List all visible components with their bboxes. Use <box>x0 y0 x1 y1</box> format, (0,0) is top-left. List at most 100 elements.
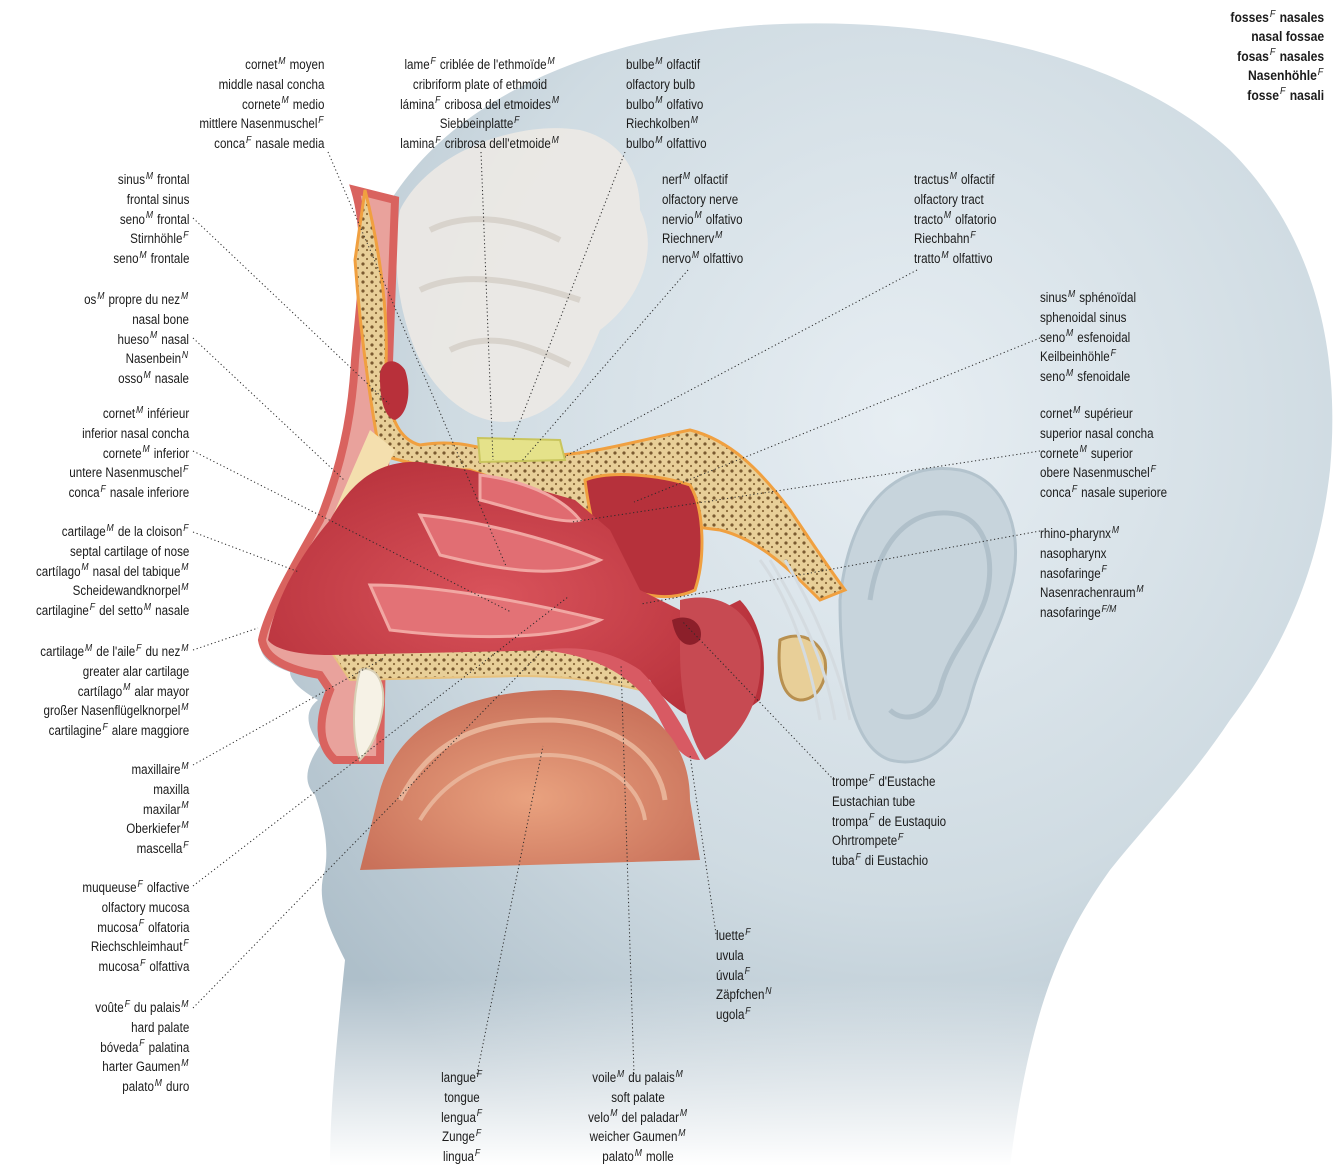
labels.2.lines-line-3: bulboM olfativo <box>626 95 707 115</box>
labels.11.lines-line-2: nasopharynx <box>1040 544 1144 564</box>
labels.15.lines-line-5: mucosaF olfattiva <box>82 957 189 977</box>
title.lines-line-4: NasenhöhleF <box>1230 66 1324 85</box>
labels.17.lines-line-2: hard palate <box>95 1018 189 1038</box>
labels.18.lines-line-5: linguaF <box>419 1147 505 1166</box>
labels.8.lines-line-3: corneteM inferior <box>68 444 189 464</box>
labels.10.lines-line-2: septal cartilage of nose <box>36 542 189 562</box>
title.lines-line-3: fosasF nasales <box>1230 47 1324 66</box>
labels.5.lines-line-1: tractusM olfactif <box>914 170 996 190</box>
labels.7.lines-line-3: senoM esfenoidal <box>1040 328 1136 348</box>
labels.4.lines-line-5: nervoM olfattivo <box>662 249 743 269</box>
labels.5.lines-line-2: olfactory tract <box>914 190 996 210</box>
nasal-bone-label: osM propre du nezMnasal bonehuesoM nasal… <box>84 290 189 389</box>
labels.17.lines-line-1: voûteF du palaisM <box>95 998 189 1018</box>
labels.5.lines-line-5: trattoM olfattivo <box>914 249 996 269</box>
labels.6.lines-line-2: nasal bone <box>84 310 189 330</box>
labels.16.lines-line-4: ZäpfchenN <box>716 985 772 1005</box>
labels.19.lines-line-5: palatoM molle <box>571 1147 705 1166</box>
labels.19.lines-line-2: soft palate <box>571 1088 705 1108</box>
labels.18.lines-line-2: tongue <box>419 1088 505 1108</box>
labels.17.lines-line-5: palatoM duro <box>95 1077 189 1097</box>
labels.4.lines-line-4: RiechnervM <box>662 229 743 249</box>
labels.4.lines-line-3: nervioM olfativo <box>662 210 743 230</box>
nasal-bone-leader-line <box>193 338 344 480</box>
labels.2.lines-line-1: bulbeM olfactif <box>626 55 707 75</box>
labels.8.lines-line-1: cornetM inférieur <box>68 404 189 424</box>
labels.6.lines-line-5: ossoM nasale <box>84 369 189 389</box>
labels.18.lines-line-1: langueF <box>419 1068 505 1088</box>
labels.14.lines-line-4: OhrtrompeteF <box>832 831 946 851</box>
labels.12.lines-line-3: cartílagoM alar mayor <box>40 682 189 702</box>
labels.1.lines-line-1: lameF criblée de l'ethmoïdeM <box>379 55 582 75</box>
title.lines-line-5: fosseF nasali <box>1230 86 1324 105</box>
labels.1.lines-line-5: laminaF cribrosa dell'etmoideM <box>379 134 582 154</box>
labels.11.lines-line-4: NasenrachenraumM <box>1040 583 1144 603</box>
labels.0.lines-line-3: corneteM medio <box>199 95 324 115</box>
septal-cartilage-leader-line <box>193 532 299 572</box>
olfactory-tract-label: tractusM olfactifolfactory tracttractoM … <box>914 170 996 269</box>
labels.9.lines-line-3: corneteM superior <box>1040 444 1167 464</box>
labels.15.lines-line-3: mucosaF olfatoria <box>82 918 189 938</box>
labels.1.lines-line-4: SiebbeinplatteF <box>379 114 582 134</box>
labels.14.lines-line-5: tubaF di Eustachio <box>832 851 946 871</box>
labels.11.lines-line-5: nasofaringeF/M <box>1040 603 1144 623</box>
labels.2.lines-line-2: olfactory bulb <box>626 75 707 95</box>
labels.3.lines-line-1: sinusM frontal <box>113 170 189 190</box>
labels.0.lines-line-1: cornetM moyen <box>199 55 324 75</box>
labels.11.lines-line-1: rhino-pharynxM <box>1040 524 1144 544</box>
labels.12.lines-line-1: cartilageM de l'aileF du nezM <box>40 642 189 662</box>
labels.16.lines-line-1: luetteF <box>716 926 772 946</box>
labels.2.lines-line-5: bulboM olfattivo <box>626 134 707 154</box>
labels.18.lines-line-3: lenguaF <box>419 1108 505 1128</box>
labels.8.lines-line-4: untere NasenmuschelF <box>68 463 189 483</box>
labels.18.lines-line-4: ZungeF <box>419 1127 505 1147</box>
labels.9.lines-line-5: concaF nasale superiore <box>1040 483 1167 503</box>
labels.19.lines-line-4: weicher GaumenM <box>571 1127 705 1147</box>
labels.15.lines-line-2: olfactory mucosa <box>82 898 189 918</box>
labels.8.lines-line-2: inferior nasal concha <box>68 424 189 444</box>
labels.6.lines-line-3: huesoM nasal <box>84 330 189 350</box>
labels.11.lines-line-3: nasofaringeF <box>1040 564 1144 584</box>
labels.13.lines-line-3: maxilarM <box>126 800 189 820</box>
labels.19.lines-line-1: voileM du palaisM <box>571 1068 705 1088</box>
labels.3.lines-line-2: frontal sinus <box>113 190 189 210</box>
inferior-nasal-concha-label: cornetM inférieurinferior nasal conchaco… <box>68 404 189 503</box>
labels.9.lines-line-4: obere NasenmuschelF <box>1040 463 1167 483</box>
labels.12.lines-line-5: cartilagineF alare maggiore <box>40 721 189 741</box>
cribriform-plate <box>478 438 565 462</box>
title.lines-line-2: nasal fossae <box>1230 27 1324 46</box>
labels.14.lines-line-2: Eustachian tube <box>832 792 946 812</box>
labels.13.lines-line-1: maxillaireM <box>126 760 189 780</box>
labels.3.lines-line-5: senoM frontale <box>113 249 189 269</box>
labels.6.lines-line-1: osM propre du nezM <box>84 290 189 310</box>
labels.19.lines-line-3: veloM del paladarM <box>571 1108 705 1128</box>
labels.10.lines-line-1: cartilageM de la cloisonF <box>36 522 189 542</box>
middle-nasal-concha-label: cornetM moyenmiddle nasal conchacorneteM… <box>199 55 324 154</box>
labels.14.lines-line-1: trompeF d'Eustache <box>832 772 946 792</box>
labels.9.lines-line-2: superior nasal concha <box>1040 424 1167 444</box>
labels.10.lines-line-4: ScheidewandknorpelM <box>36 581 189 601</box>
greater-alar-cartilage-leader-line <box>193 628 258 650</box>
labels.15.lines-line-4: RiechschleimhautF <box>82 937 189 957</box>
eustachian-tube-label: trompeF d'EustacheEustachian tubetrompaF… <box>832 772 946 871</box>
labels.4.lines-line-1: nerfM olfactif <box>662 170 743 190</box>
labels.3.lines-line-4: StirnhöhleF <box>113 229 189 249</box>
labels.16.lines-line-3: úvulaF <box>716 966 772 986</box>
labels.5.lines-line-3: tractoM olfatorio <box>914 210 996 230</box>
labels.6.lines-line-4: NasenbeinN <box>84 349 189 369</box>
labels.13.lines-line-4: OberkieferM <box>126 819 189 839</box>
labels.12.lines-line-2: greater alar cartilage <box>40 662 189 682</box>
frontal-sinus-label: sinusM frontalfrontal sinus senoM frontal… <box>113 170 189 269</box>
labels.7.lines-line-2: sphenoidal sinus <box>1040 308 1136 328</box>
labels.7.lines-line-5: senoM sfenoidale <box>1040 367 1136 387</box>
